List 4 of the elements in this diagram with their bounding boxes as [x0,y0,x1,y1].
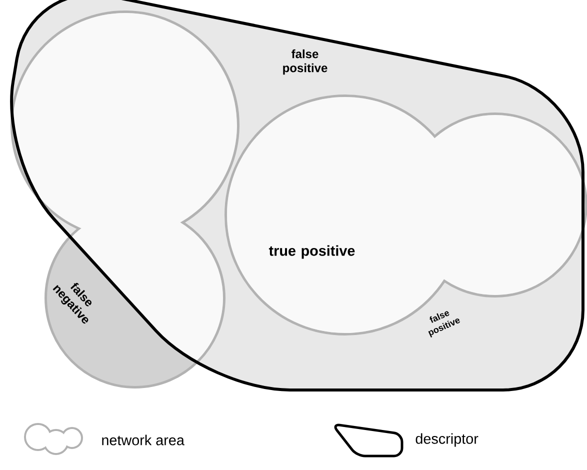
region-label: true positive [268,245,355,259]
region-label: false positive [283,49,328,75]
legend-text: descriptor [416,433,478,447]
legend-text: network area [102,434,184,446]
